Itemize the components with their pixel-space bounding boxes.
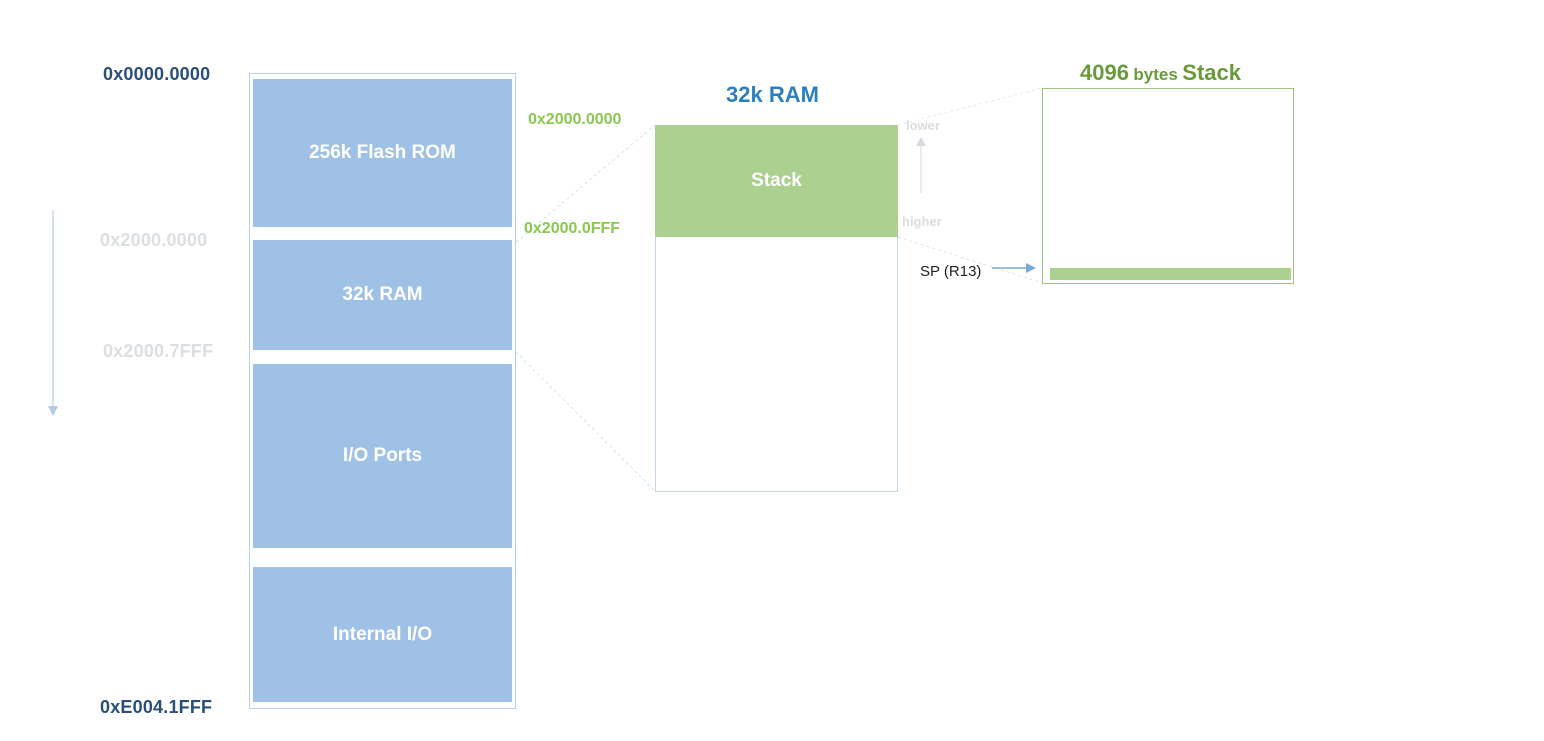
sp-arrowhead: [1026, 263, 1036, 273]
start-address: 0x0000.0000: [103, 64, 211, 84]
internal-io-block: Internal I/O: [253, 567, 512, 702]
address-direction-arrowhead: [48, 406, 58, 416]
stack-title-word: Stack: [1182, 60, 1241, 85]
stack-pointer-fill: [1050, 268, 1291, 280]
flash-rom-block: 256k Flash ROM: [253, 79, 512, 227]
higher-label: higher: [902, 214, 942, 229]
stack-zoom-title: 4096 bytes Stack: [1080, 60, 1241, 86]
ram-zoom-line-bottom: [515, 351, 656, 492]
stack-end-address: 0x2000.0FFF: [524, 220, 621, 237]
stack-detail-box: [1042, 88, 1294, 284]
ram-end-address: 0x2000.7FFF: [103, 341, 214, 361]
ram-start-address: 0x2000.0000: [100, 230, 208, 250]
ram-zoom-title: 32k RAM: [726, 82, 819, 107]
sp-label: SP (R13): [920, 263, 982, 280]
stack-size-number: 4096: [1080, 60, 1129, 85]
end-address: 0xE004.1FFF: [100, 697, 213, 717]
stack-block: Stack: [655, 125, 898, 237]
memory-map-outline: [249, 73, 516, 709]
stack-size-unit: bytes: [1133, 65, 1178, 84]
stack-start-address: 0x2000.0000: [528, 111, 622, 128]
ram-block: 32k RAM: [253, 240, 512, 350]
lower-label: lower: [906, 118, 940, 133]
io-ports-block: I/O Ports: [253, 364, 512, 548]
lower-arrowhead: [916, 137, 926, 146]
stack-zoom-line-bottom: [897, 236, 1043, 284]
ram-zoom-line-top: [515, 124, 656, 243]
stack-zoom-line-top: [897, 87, 1043, 126]
